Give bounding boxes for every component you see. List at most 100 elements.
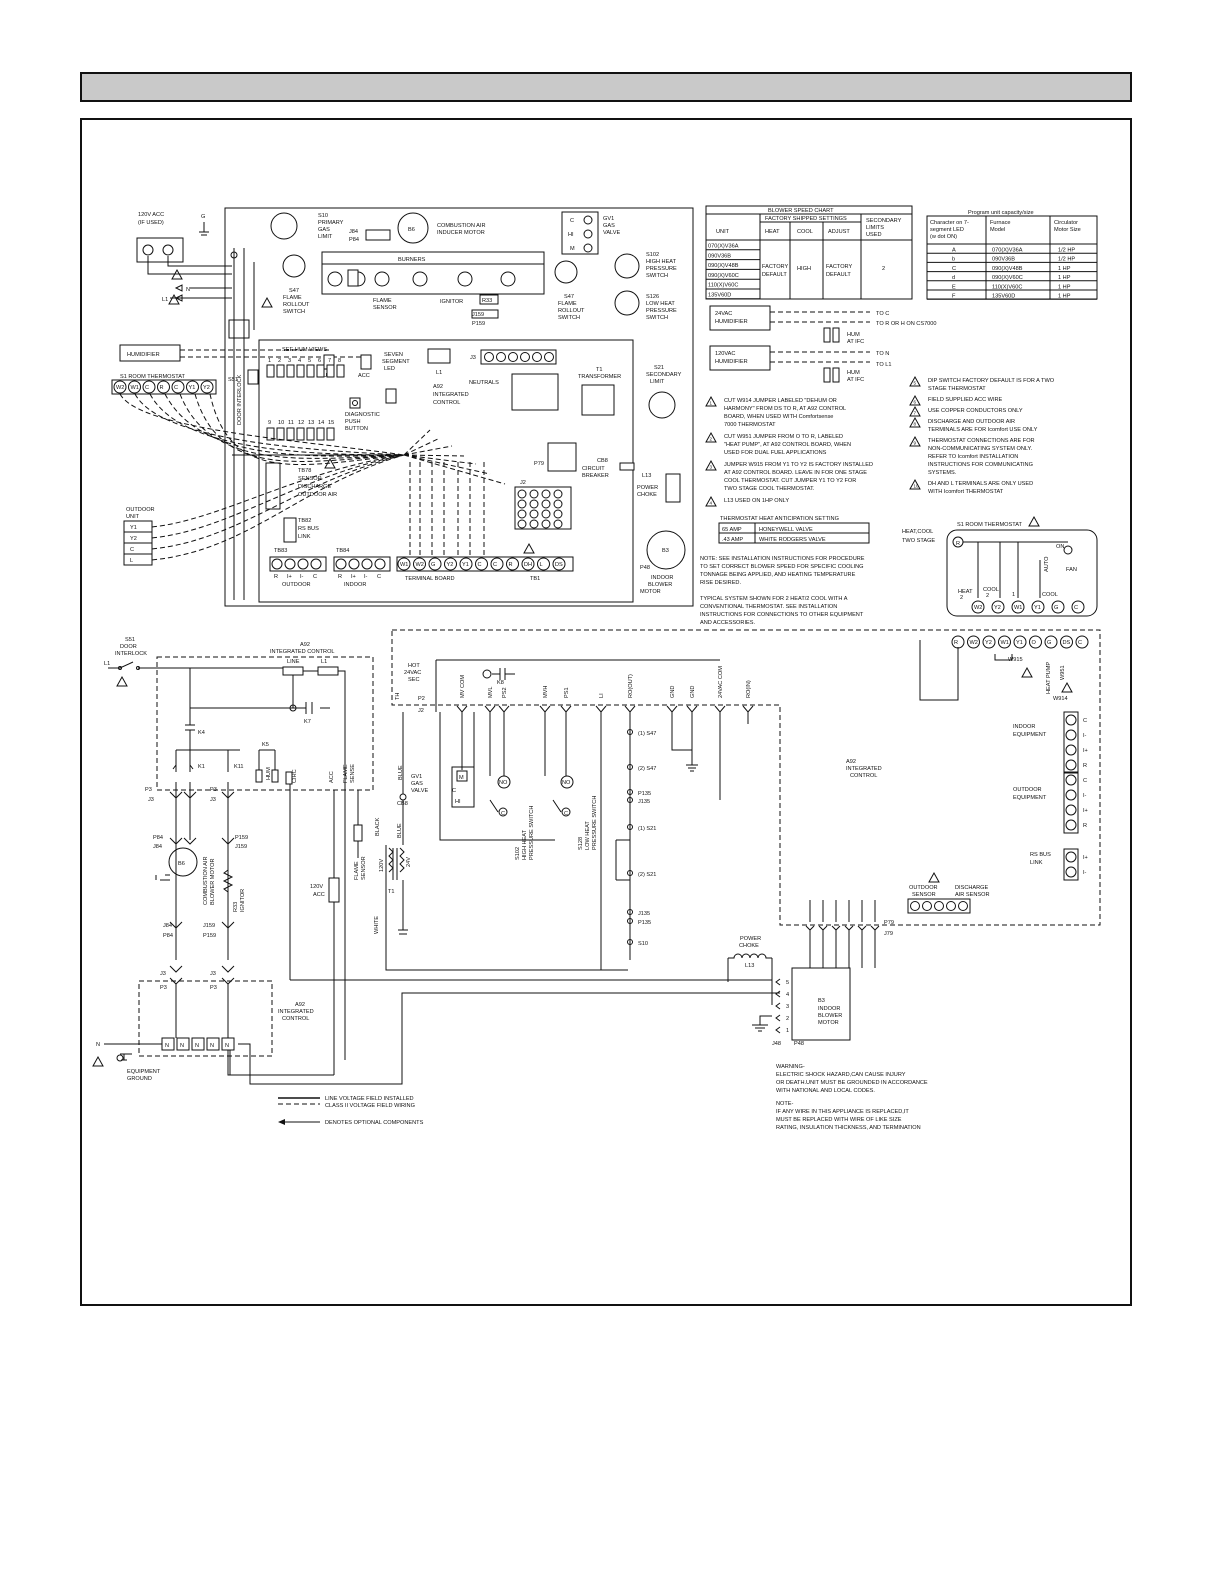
gv1-label-3: VALVE xyxy=(603,230,620,236)
hum-ifc-label-b: HUM xyxy=(847,370,860,376)
cb8-label: CB8 xyxy=(597,458,608,464)
tstat-row-label: G xyxy=(1047,640,1051,646)
chain-node xyxy=(627,729,633,735)
outdoor-unit-label: OUTDOOR xyxy=(126,507,155,513)
outdoor-sensor-label: OUTDOOR xyxy=(909,885,938,891)
heat-pump-label: HEAT PUMP xyxy=(1046,662,1052,694)
blower-chart-adjust: ADJUST xyxy=(828,229,850,235)
s47-right-label-4: SWITCH xyxy=(558,315,580,321)
note-line: COOL THERMOSTAT. CUT JUMPER Y1 TO Y2 FOR xyxy=(724,478,856,484)
note-number: 8 xyxy=(914,422,917,427)
blower-unit: 110(X)V60C xyxy=(708,283,738,289)
note-line: JUMPER W915 FROM Y1 TO Y2 IS FACTORY INS… xyxy=(724,462,873,468)
j2-pin-label: PS1 xyxy=(564,687,570,698)
ignitor-label: IGNITOR xyxy=(440,299,463,305)
s128-no: NO xyxy=(562,780,571,786)
equipment-terminal xyxy=(1065,759,1077,771)
tb1-terminal xyxy=(506,557,519,571)
diagnostic-button[interactable] xyxy=(349,397,361,409)
j84-connector xyxy=(365,229,391,241)
schematic: S51 DOOR INTERLOCK L1 A92 INTEGRATED CON… xyxy=(92,629,1101,1085)
diag-label-2: PUSH xyxy=(345,419,361,425)
equipment-terminal xyxy=(1065,744,1077,756)
k1-label: K1 xyxy=(198,764,205,770)
a92-label-3: CONTROL xyxy=(433,400,460,406)
j84-label: J84 xyxy=(349,229,358,235)
tb78-label-2: SENSOR xyxy=(298,476,322,482)
dip-switch xyxy=(316,364,325,378)
j2-pin xyxy=(517,509,527,519)
b6-label: B6 xyxy=(408,227,415,233)
tstat-right-terminal xyxy=(971,600,985,614)
n-terminal xyxy=(191,1037,205,1051)
circ-label: CIRC xyxy=(292,769,298,783)
tb83-label: TB83 xyxy=(274,548,287,554)
gv1-low-label-3: VALVE xyxy=(411,788,428,794)
warning-triangle-icon xyxy=(523,542,535,554)
capacity-model: 135V60D xyxy=(992,294,1015,300)
seven-segment-led xyxy=(385,388,397,404)
s47-right-label-3: ROLLOUT xyxy=(558,308,585,314)
note-install-line: TONNAGE BEING APPLIED, AND HEATING TEMPE… xyxy=(700,572,856,578)
hum-low-label: HUM xyxy=(266,767,272,780)
note-wire-line: RATING, INSULATION THICKNESS, AND TERMIN… xyxy=(776,1125,921,1131)
tstat-right-term-label: G xyxy=(1054,605,1058,611)
tb83-terminal xyxy=(297,558,309,570)
l1-label: L1 xyxy=(162,297,168,303)
j2-pin-label: PS2 xyxy=(502,687,508,698)
note-line: DISCHARGE AND OUTDOOR AIR xyxy=(928,419,1015,425)
hot-label-2: 24VAC xyxy=(404,670,421,676)
tstat-right-terminal xyxy=(1031,600,1045,614)
equipment-terminal xyxy=(1065,729,1077,741)
l13-choke xyxy=(665,473,681,503)
s126-icon xyxy=(614,290,640,316)
note-number: 10 xyxy=(914,484,920,489)
p3b-label: P3 xyxy=(160,985,167,991)
chain-node xyxy=(627,939,633,945)
warning-triangle-icon xyxy=(909,405,921,417)
flame-sense-label: FLAME xyxy=(343,764,349,783)
chain-label: (1) S21 xyxy=(638,826,656,832)
note-line: TERMINALS ARE FOR Icomfort USE ONLY xyxy=(928,427,1038,433)
l1-coil-label: L1 xyxy=(321,659,327,665)
j2-pin xyxy=(541,489,551,499)
tb84-terminal xyxy=(335,558,347,570)
capacity-header: Character on 7- xyxy=(930,220,969,226)
furnace-cabinet xyxy=(224,207,694,607)
capacity-model: 110(X)V60C xyxy=(992,284,1022,290)
tb78-label-3: DISCHARGE xyxy=(298,484,332,490)
note-number: 3 xyxy=(710,465,713,470)
j2-pin-label: GND xyxy=(690,686,696,698)
blower-speed-chart: BLOWER SPEED CHART FACTORY SHIPPED SETTI… xyxy=(705,205,913,300)
ground-icon xyxy=(116,1054,124,1062)
dip-switch xyxy=(326,427,335,441)
s47-right-label-2: FLAME xyxy=(558,301,577,307)
equipment-ground-label: EQUIPMENT xyxy=(127,1069,161,1075)
j3-pin xyxy=(520,352,530,362)
n-term-label: N xyxy=(225,1043,229,1049)
tstat-right-terminal xyxy=(1051,600,1065,614)
blower-chart-secondary-2: LIMITS xyxy=(866,225,884,231)
b6-motor-icon xyxy=(168,847,198,877)
acc-term-label: ACC xyxy=(358,373,370,379)
dip-switch xyxy=(316,427,325,441)
p2-label: P2 xyxy=(418,696,425,702)
warning-triangle-icon xyxy=(261,296,273,308)
blue-label-b: BLUE xyxy=(397,823,403,838)
equipment-term-label: I+ xyxy=(1083,748,1088,754)
s47-right-label: S47 xyxy=(564,294,574,300)
capacity-model: 090(X)V48B xyxy=(992,266,1023,272)
gv-hi-low: HI xyxy=(455,799,461,805)
dip-number: 8 xyxy=(338,358,341,364)
warning-line: WITH NATIONAL AND LOCAL CODES. xyxy=(776,1088,875,1094)
a92-mid-label-3: CONTROL xyxy=(850,773,877,779)
j3-pin xyxy=(496,352,506,362)
capacity-motor: 1 HP xyxy=(1058,266,1071,272)
burners xyxy=(321,251,545,265)
k7-label: K7 xyxy=(304,719,311,725)
hum-label: HUM xyxy=(319,373,332,379)
note-wire-line: IF ANY WIRE IN THIS APPLIANCE IS REPLACE… xyxy=(776,1109,909,1115)
tb1-terminal xyxy=(552,557,566,571)
s102-label-3: PRESSURE xyxy=(646,266,677,272)
a92-mid-label-2: INTEGRATED xyxy=(846,766,882,772)
